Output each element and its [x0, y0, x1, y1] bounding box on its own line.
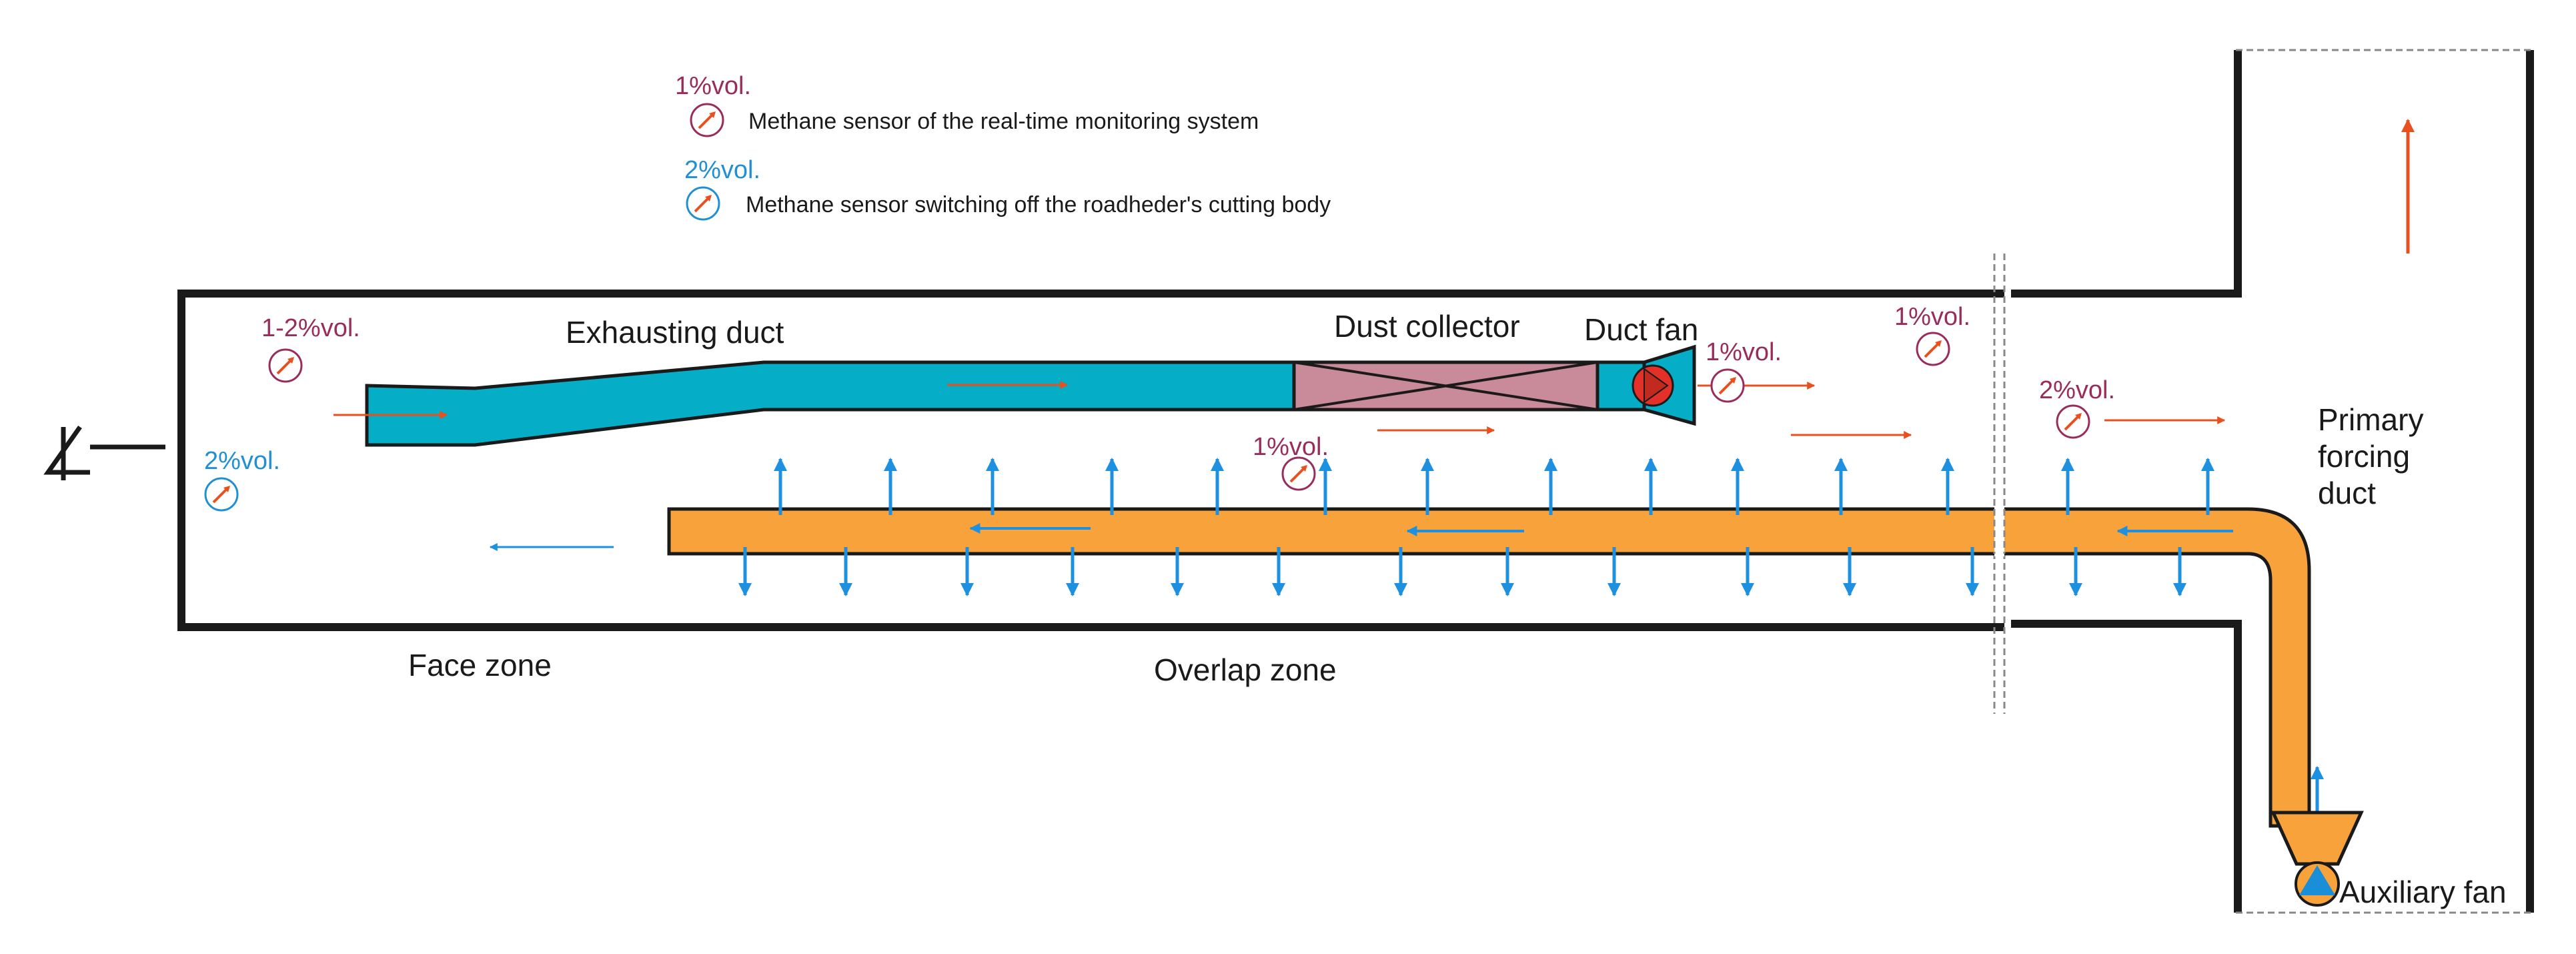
tunnel-walls	[177, 49, 2535, 914]
sensor-junction-purple-label: 1%vol.	[1894, 303, 1970, 331]
auxiliary-fan-housing	[2271, 811, 2364, 866]
methane-sensor-fan-outlet-purple: 1%vol.	[1706, 338, 1782, 403]
duct-fan-blade	[1644, 368, 1669, 404]
auxiliary-fan-label: Auxiliary fan	[2339, 875, 2507, 909]
methane-sensor-junction-purple: 1%vol.	[1894, 303, 1970, 366]
sensor-overlap-purple-icon	[1281, 456, 1316, 491]
legend-monitoring-label: 1%vol.	[675, 72, 751, 100]
sensor-overlap-purple-label: 1%vol.	[1253, 433, 1329, 461]
sensor-junction-blue-label: 2%vol.	[2039, 376, 2115, 404]
auxiliary-fan	[2271, 811, 2364, 907]
dust-collector-label: Dust collector	[1334, 309, 1520, 344]
duct-fan-label: Duct fan	[1584, 312, 1698, 347]
forcing-duct	[667, 507, 2324, 828]
sensor-fan-outlet-purple-icon	[1710, 368, 1745, 403]
sensor-junction-purple-icon	[1916, 332, 1950, 366]
auxiliary-fan-blade	[2299, 865, 2335, 895]
primary-forcing-duct-label-line1: Primary	[2318, 402, 2423, 437]
methane-sensor-face-purple: 1-2%vol.	[261, 314, 360, 383]
forcing-duct-body	[667, 507, 2311, 828]
dust-collector	[1292, 360, 1599, 412]
duct-fan	[1595, 344, 1696, 426]
legend-monitoring-sensor-icon	[690, 103, 724, 137]
junction-top-wall	[2011, 50, 2242, 298]
legend-cutoff-sensor-icon	[686, 186, 720, 221]
legend: 1%vol. Methane sensor of the real-time m…	[675, 72, 1331, 221]
methane-sensor-junction-blue: 2%vol.	[2039, 376, 2115, 439]
overlap-zone-label: Overlap zone	[1154, 652, 1337, 687]
sensor-face-blue-icon	[204, 477, 239, 512]
methane-sensor-overlap-purple: 1%vol.	[1253, 433, 1329, 491]
exhausting-duct-label: Exhausting duct	[566, 315, 784, 350]
leakage-arrows-up	[774, 458, 2214, 515]
primary-forcing-duct-label-line2: forcing	[2318, 439, 2410, 474]
sensor-junction-blue-icon	[2056, 404, 2090, 439]
face-mark	[43, 425, 165, 480]
sensor-face-purple-icon	[268, 348, 303, 383]
legend-cutoff-text: Methane sensor switching off the roadhed…	[746, 192, 1331, 217]
sensor-fan-outlet-purple-label: 1%vol.	[1706, 338, 1782, 366]
sensor-face-blue-label: 2%vol.	[204, 447, 280, 475]
leakage-arrows-down	[738, 547, 2186, 596]
forcing-duct-gap	[1994, 507, 2004, 556]
heading-top-wall	[177, 290, 2004, 631]
legend-cutoff-label: 2%vol.	[684, 156, 760, 184]
sensor-face-purple-label: 1-2%vol.	[261, 314, 360, 342]
exhausting-duct-body	[365, 360, 1296, 447]
legend-monitoring-text: Methane sensor of the real-time monitori…	[748, 109, 1259, 134]
methane-sensor-face-blue: 2%vol.	[204, 447, 280, 512]
exhausting-duct	[334, 360, 1296, 447]
face-zone-label: Face zone	[408, 648, 552, 682]
junction-bottom-wall	[2011, 620, 2242, 913]
primary-forcing-duct-label-line3: duct	[2318, 476, 2376, 510]
